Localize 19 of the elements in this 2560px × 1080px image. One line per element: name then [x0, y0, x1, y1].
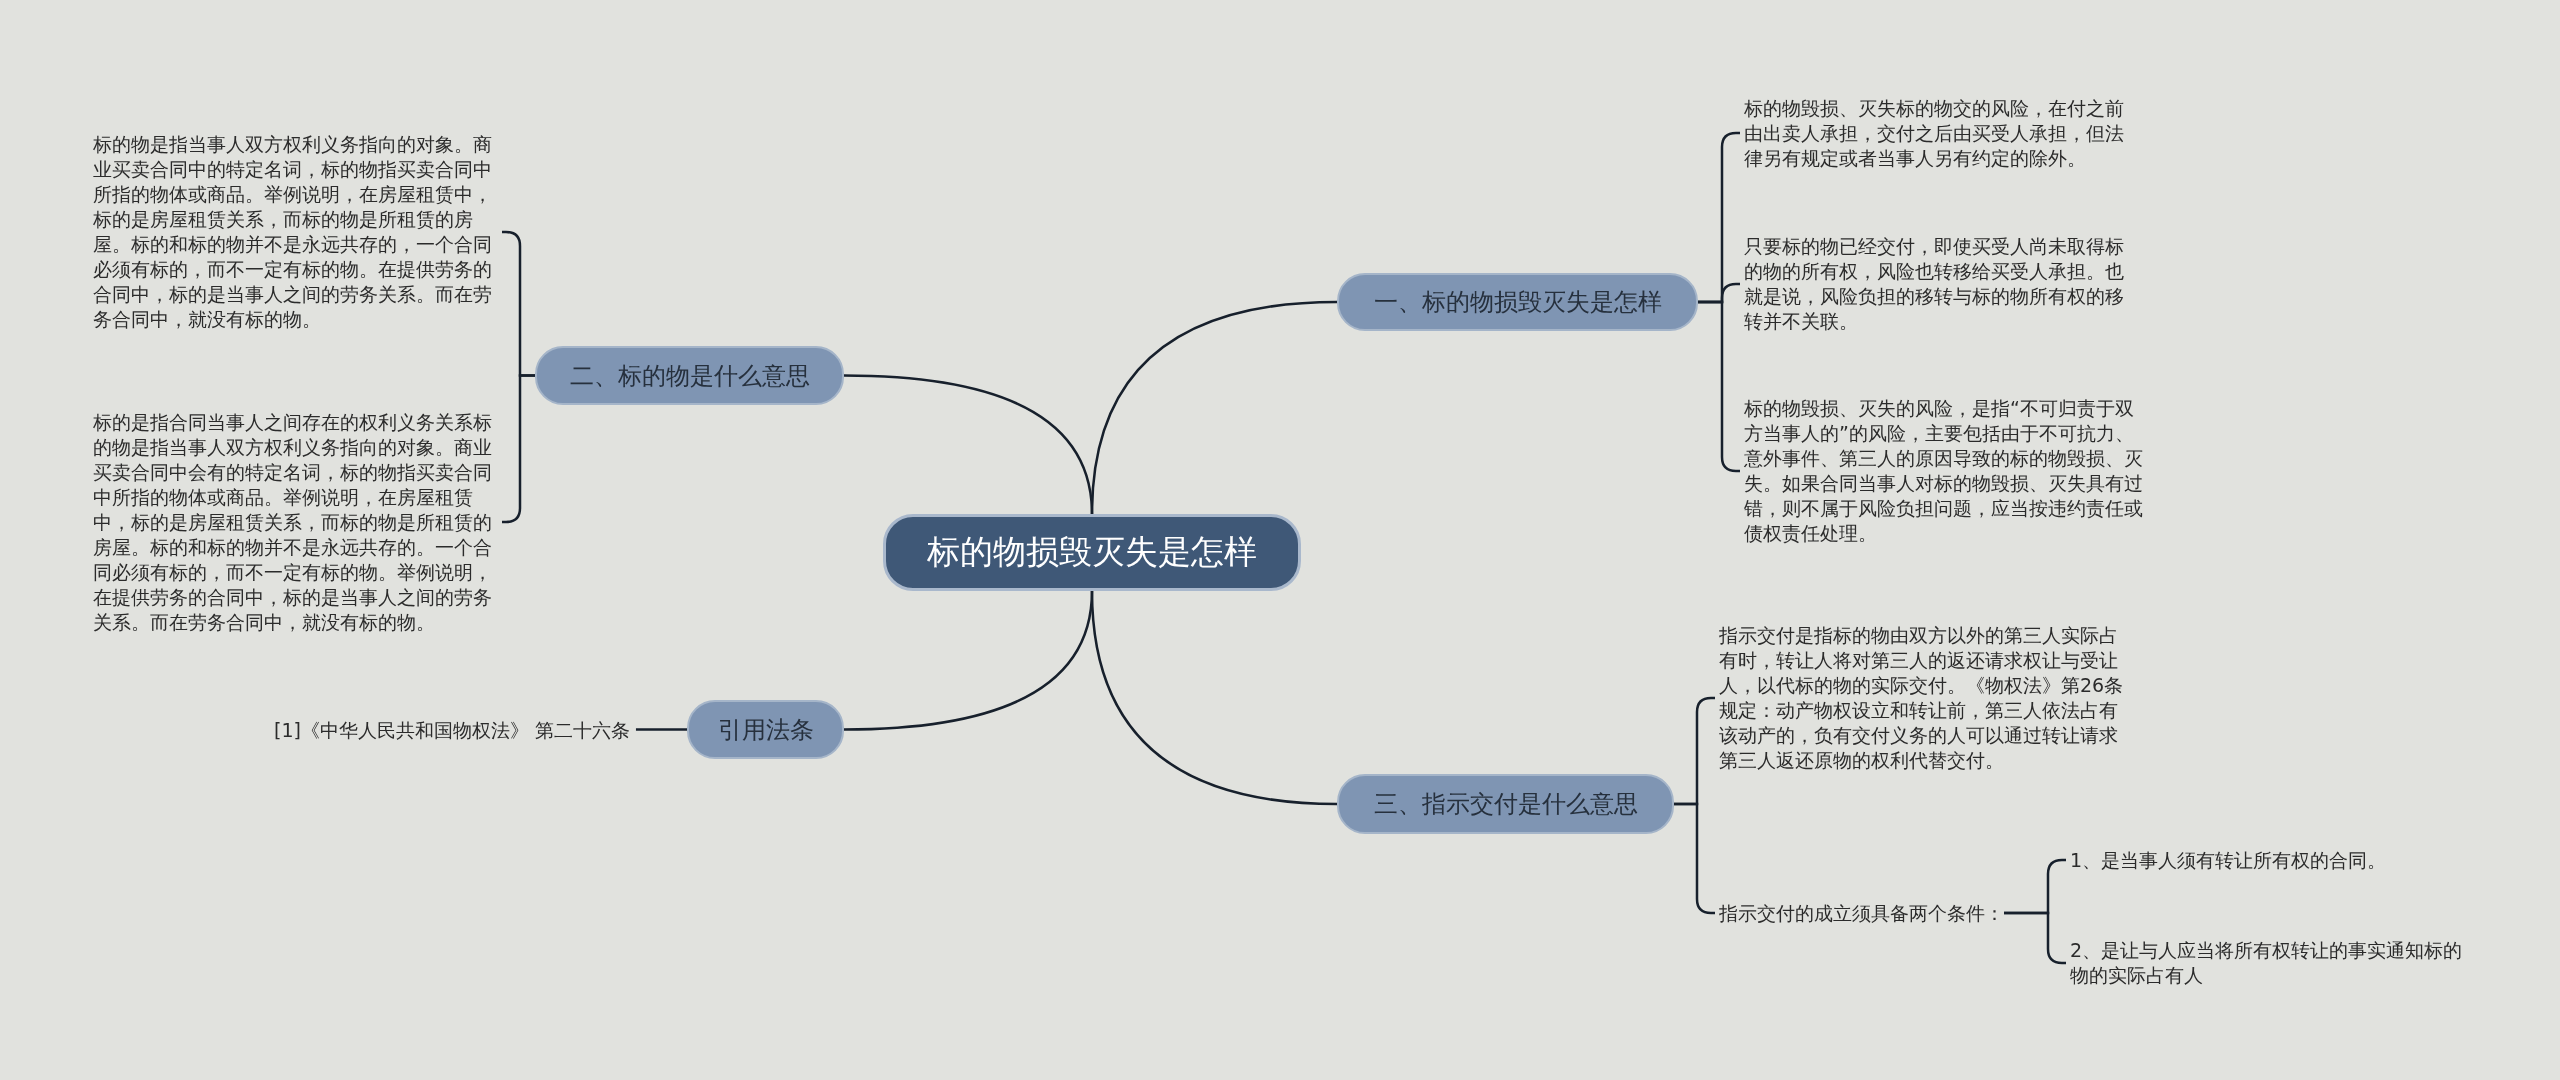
note-text: 只要标的物已经交付，即使买受人尚未取得标的物的所有权，风险也转移给买受人承担。也就是说，风险负担的移转与标的物所有权的移转并不关联。	[1744, 234, 2139, 334]
connector-line	[1090, 590, 1338, 806]
topic-box: 一、标的物损毁灭失是怎样	[1337, 273, 1698, 331]
note-text: 1、是当事人须有转让所有权的合同。	[2070, 847, 2490, 873]
connector-line	[843, 374, 1094, 515]
note-text: 标的物毁损、灭失的风险，是指“不可归责于双方当事人的”的风险，主要包括由于不可抗力、意外事件、第三人的原因导致的标的物毁损、灭失。如果合同当事人对标的物毁损、灭失具有过错，则不属于风险负担问题，应当按违约责任或债权责任处理。	[1744, 396, 2144, 546]
note-text: 标的是指合同当事人之间存在的权利义务关系标的物是指当事人双方权利义务指向的对象。商业买卖合同中会有的特定名词，标的物指买卖合同中所指的物体或商品。举例说明，在房屋租赁中，标的是房屋租赁关系，而标的物是所租赁的房屋。标的和标的物并不是永远共存的。一个合同必须有标的，而不一定有标的物。举例说明，在提供劳务的合同中，标的是当事人之间的劳务关系。而在劳务合同中，就没有标的物。	[93, 409, 498, 635]
topic-box: 二、标的物是什么意思	[535, 346, 844, 405]
connector-line	[2004, 911, 2066, 965]
connector-line	[635, 728, 687, 731]
topic-box: 引用法条	[687, 700, 844, 759]
note-text: 标的物毁损、灭失标的物交的风险，在付之前由出卖人承担，交付之后由买受人承担，但法律另有规定或者当事人另有约定的除外。	[1744, 95, 2139, 171]
note-text: [1]《中华人民共和国物权法》 第二十六条	[274, 717, 630, 743]
note-text: 2、是让与人应当将所有权转让的事实通知标的物的实际占有人	[2070, 938, 2470, 988]
central-topic: 标的物损毁灭失是怎样	[883, 514, 1301, 591]
topic-box: 三、指示交付是什么意思	[1337, 774, 1674, 834]
note-text: 指示交付是指标的物由双方以外的第三人实际占有时，转让人将对第三人的返还请求权让与受让人，以代标的物的实际交付。《物权法》第26条规定：动产物权设立和转让前，第三人依法占有该动产的，负有交付义务的人可以通过转让请求第三人返还原物的权利代替交付。	[1719, 623, 2129, 773]
note-text: 指示交付的成立须具备两个条件：	[1719, 900, 2004, 926]
note-text: 标的物是指当事人双方权利义务指向的对象。商业买卖合同中的特定名词，标的物指买卖合同中所指的物体或商品。举例说明，在房屋租赁中，标的是房屋租赁关系，而标的物是所租赁的房屋。标的和标的物并不是永远共存的，一个合同必须有标的，而不一定有标的物。在提供劳务的合同中，标的是当事人之间的劳务关系。而在劳务合同中，就没有标的物。	[93, 132, 498, 332]
